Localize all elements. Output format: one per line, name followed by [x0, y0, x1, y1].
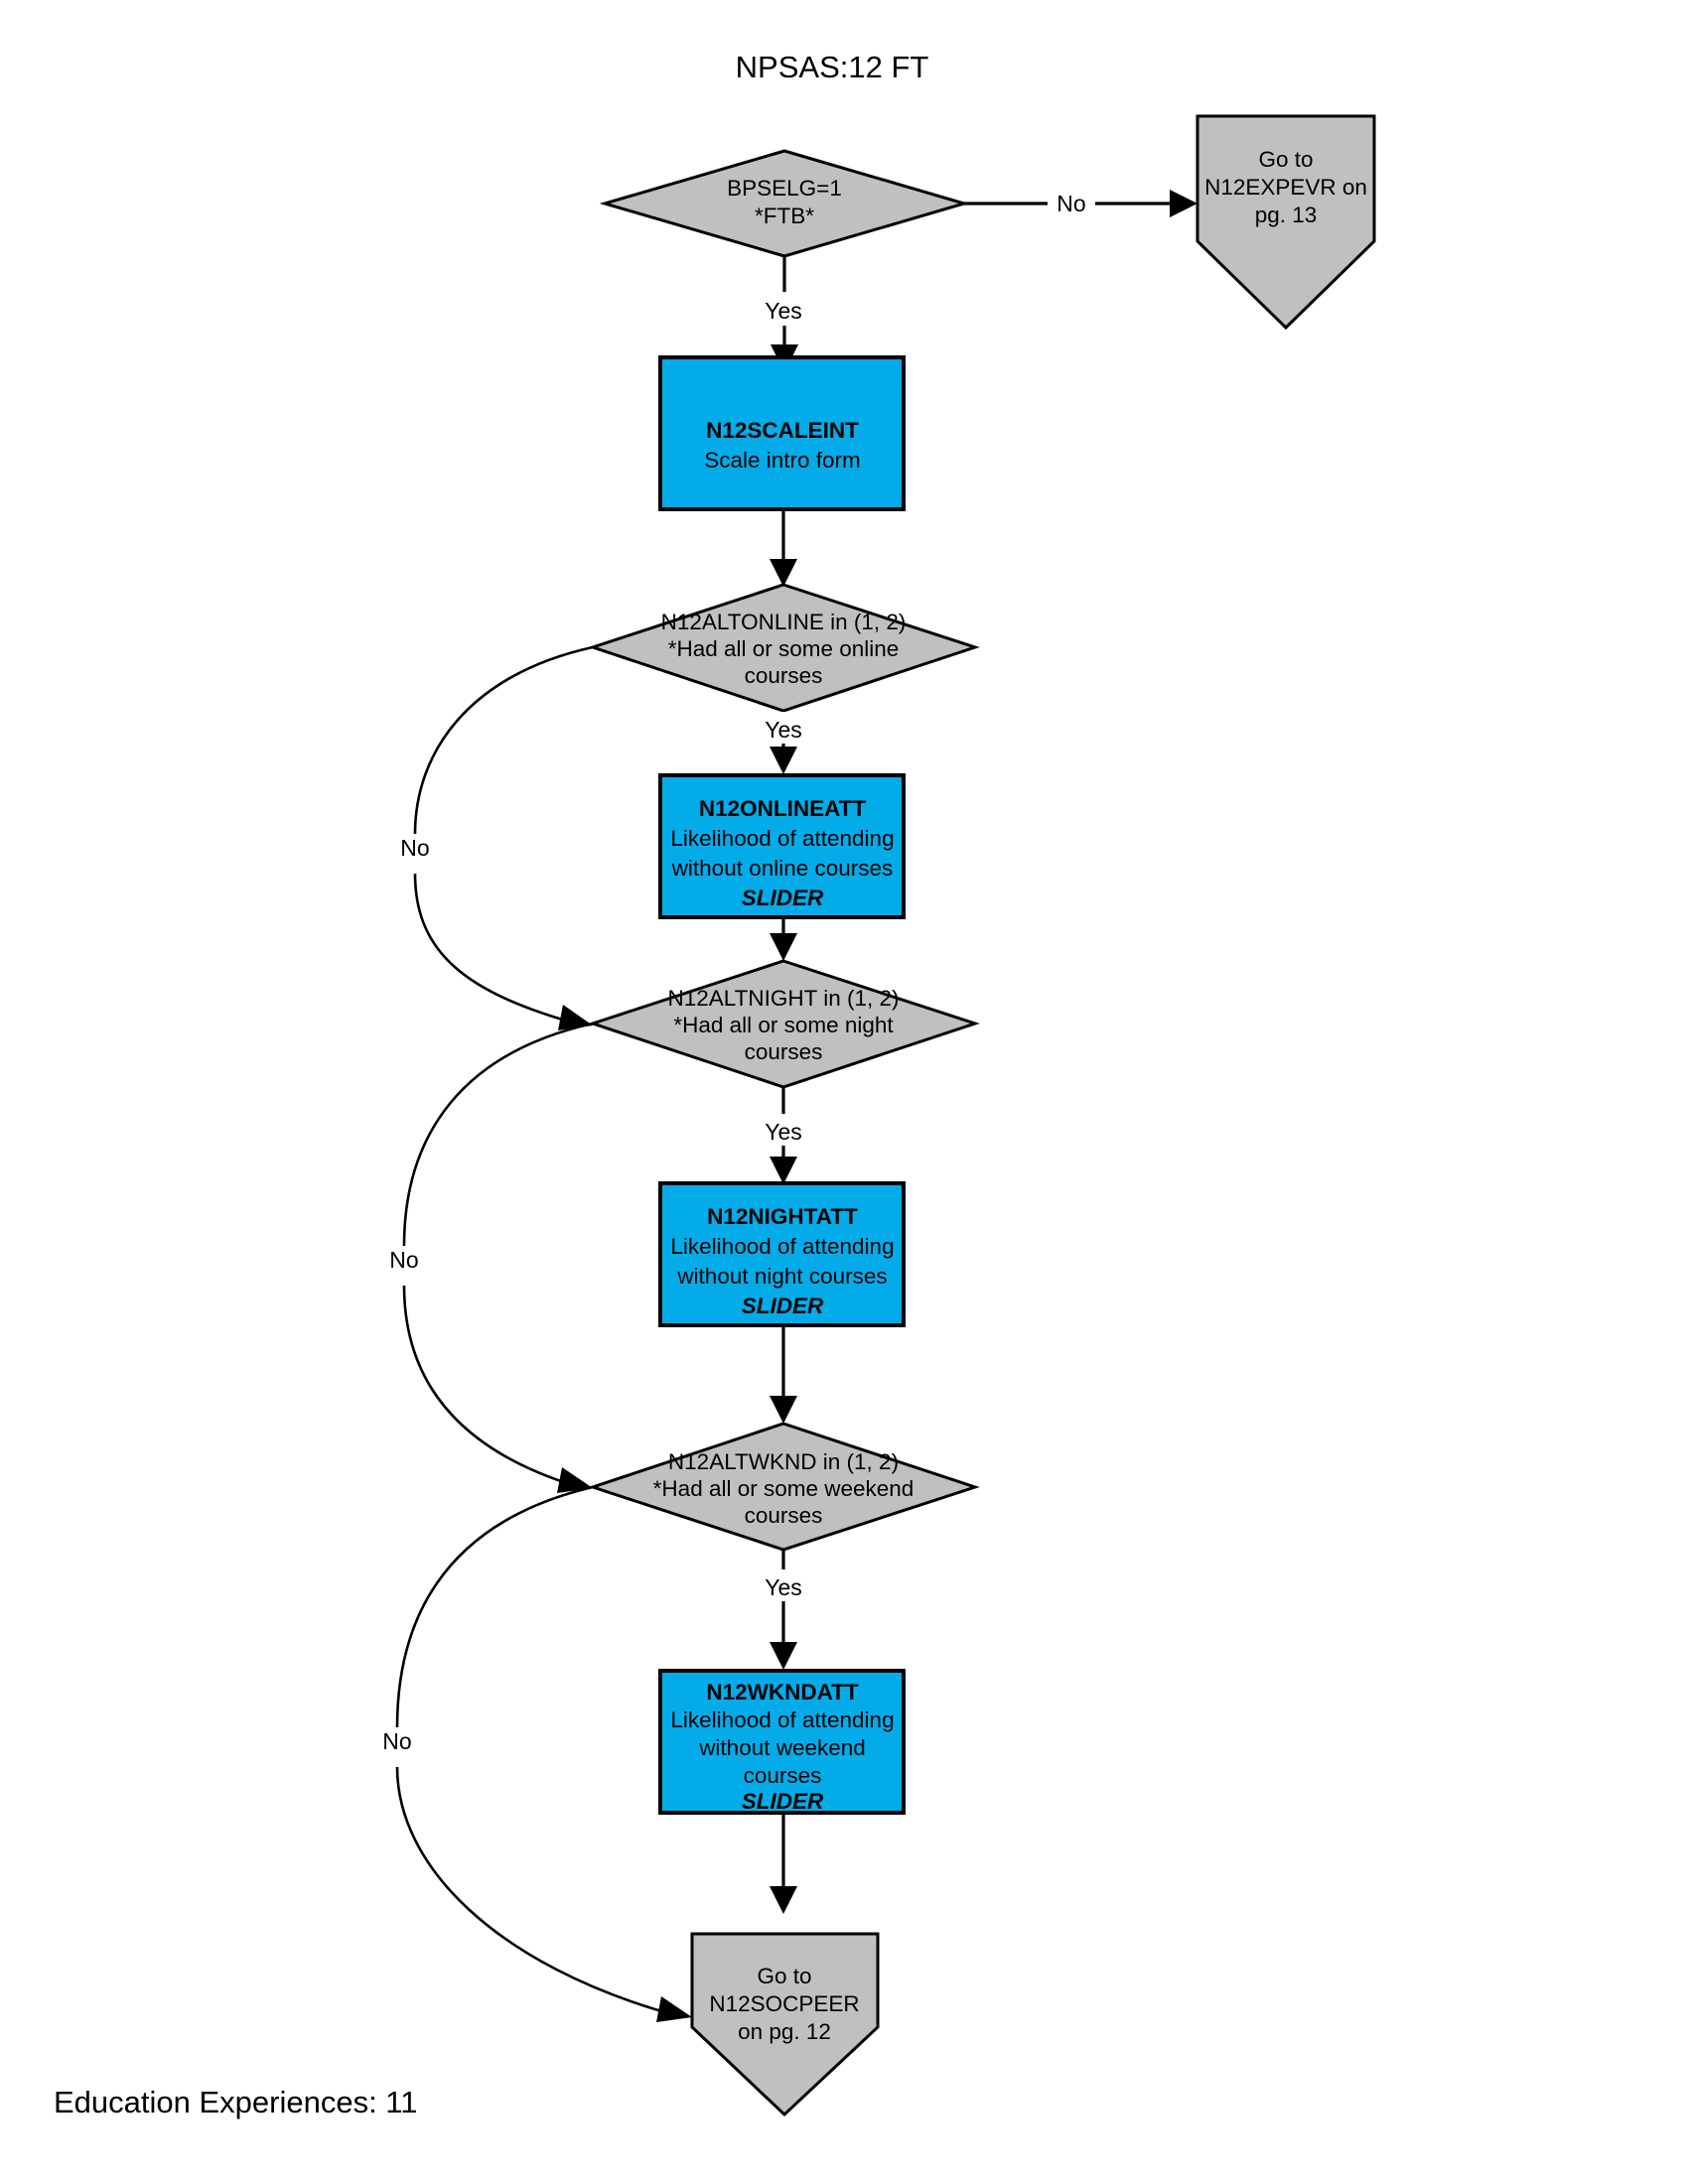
node-n12nightatt-name: N12NIGHTATT — [707, 1204, 858, 1229]
edge-label-altwknd-no: No — [382, 1728, 411, 1754]
node-n12altwknd-line3: courses — [745, 1503, 823, 1528]
page-footer: Education Experiences: 11 — [54, 2085, 418, 2119]
edge-bpselg-no: No — [964, 185, 1197, 218]
node-n12onlineatt[interactable]: N12ONLINEATT Likelihood of attending wit… — [658, 773, 906, 919]
node-n12wkndatt-line3: courses — [744, 1763, 822, 1788]
edge-altonline-no: No — [400, 645, 594, 1030]
process-shape-n12nightatt — [658, 1181, 906, 1327]
node-n12scaleint-line1: Scale intro form — [704, 448, 861, 473]
page-title: NPSAS:12 FT — [736, 50, 929, 84]
node-goto-n12socpeer-line3: on pg. 12 — [738, 2019, 831, 2044]
offpage-shape-goto-n12socpeer — [690, 1932, 880, 2117]
node-n12altonline-line3: courses — [745, 663, 823, 688]
edge-altnight-yes: Yes — [755, 1087, 812, 1184]
node-goto-n12expevr-line1: Go to — [1258, 147, 1313, 172]
edge-label-altonline-yes: Yes — [765, 717, 802, 743]
node-goto-n12expevr-line2: N12EXPEVR on — [1204, 175, 1367, 200]
node-n12wkndatt[interactable]: N12WKNDATT Likelihood of attending witho… — [658, 1669, 906, 1815]
offpage-shape-goto-n12expevr — [1196, 114, 1376, 331]
edge-bpselg-yes: Yes — [755, 256, 812, 372]
node-n12altwknd-line1: N12ALTWKND in (1, 2) — [668, 1449, 899, 1474]
edge-label-altnight-no: No — [389, 1247, 418, 1273]
edge-altwknd-no: No — [382, 1485, 692, 2022]
edge-label-bpselg-no: No — [1056, 191, 1085, 216]
node-n12nightatt-line3: SLIDER — [742, 1294, 824, 1318]
node-goto-n12socpeer-line2: N12SOCPEER — [709, 1991, 859, 2016]
edge-nightatt-to-altwknd — [770, 1325, 797, 1424]
node-n12wkndatt-line1: Likelihood of attending — [670, 1707, 894, 1732]
node-n12altnight[interactable]: N12ALTNIGHT in (1, 2) *Had all or some n… — [588, 959, 980, 1089]
edge-label-bg — [755, 292, 812, 326]
edge-label-altwknd-yes: Yes — [765, 1574, 802, 1600]
edge-label-bpselg-yes: Yes — [765, 298, 802, 324]
node-n12onlineatt-line2: without online courses — [671, 856, 894, 881]
process-shape-n12onlineatt — [658, 773, 906, 919]
node-n12onlineatt-line3: SLIDER — [742, 886, 824, 910]
node-n12altonline[interactable]: N12ALTONLINE in (1, 2) *Had all or some … — [588, 583, 980, 713]
node-n12altwknd-line2: *Had all or some weekend — [653, 1476, 914, 1501]
node-bpselg-line1: BPSELG=1 — [727, 176, 842, 201]
edge-label-altnight-yes: Yes — [765, 1119, 802, 1145]
node-n12altnight-line3: courses — [745, 1039, 823, 1064]
edge-label-bg — [755, 1114, 812, 1146]
node-n12altnight-line1: N12ALTNIGHT in (1, 2) — [668, 986, 900, 1011]
node-n12nightatt-line2: without night courses — [676, 1264, 887, 1289]
node-n12onlineatt-name: N12ONLINEATT — [699, 796, 867, 821]
node-n12nightatt-line1: Likelihood of attending — [670, 1234, 894, 1259]
node-n12wkndatt-line4: SLIDER — [742, 1789, 824, 1814]
node-n12nightatt[interactable]: N12NIGHTATT Likelihood of attending with… — [658, 1181, 906, 1327]
node-n12altnight-line2: *Had all or some night — [673, 1013, 894, 1037]
node-n12altwknd[interactable]: N12ALTWKND in (1, 2) *Had all or some we… — [588, 1422, 980, 1552]
process-shape-n12scaleint — [658, 355, 906, 511]
node-bpselg[interactable]: BPSELG=1 *FTB* — [599, 149, 970, 258]
node-n12onlineatt-line1: Likelihood of attending — [670, 826, 894, 851]
node-goto-n12expevr-line3: pg. 13 — [1255, 203, 1318, 227]
edge-wkndatt-to-goto-socpeer — [770, 1813, 797, 1914]
edge-altnight-no: No — [389, 1022, 594, 1493]
node-n12altonline-line1: N12ALTONLINE in (1, 2) — [661, 610, 907, 634]
edge-scaleint-to-altonline — [770, 509, 797, 587]
edge-label-bg — [755, 712, 812, 744]
node-bpselg-line2: *FTB* — [755, 204, 814, 228]
edge-onlineatt-to-altnight — [770, 917, 797, 961]
node-n12altonline-line2: *Had all or some online — [668, 636, 900, 661]
edge-label-altonline-no: No — [400, 835, 429, 861]
node-n12scaleint-name: N12SCALEINT — [706, 418, 859, 443]
node-goto-n12expevr[interactable]: Go to N12EXPEVR on pg. 13 — [1196, 114, 1376, 331]
node-goto-n12socpeer-line1: Go to — [757, 1964, 811, 1988]
process-shape-n12wkndatt — [658, 1669, 906, 1815]
node-n12wkndatt-line2: without weekend — [698, 1735, 866, 1760]
node-n12wkndatt-name: N12WKNDATT — [706, 1680, 859, 1705]
node-n12scaleint[interactable]: N12SCALEINT Scale intro form — [658, 355, 906, 511]
edge-label-bg — [1048, 185, 1095, 218]
node-goto-n12socpeer[interactable]: Go to N12SOCPEER on pg. 12 — [690, 1932, 880, 2117]
edge-altwknd-yes: Yes — [755, 1550, 812, 1670]
edge-label-bg — [755, 1570, 812, 1601]
edge-altonline-yes: Yes — [755, 711, 812, 774]
